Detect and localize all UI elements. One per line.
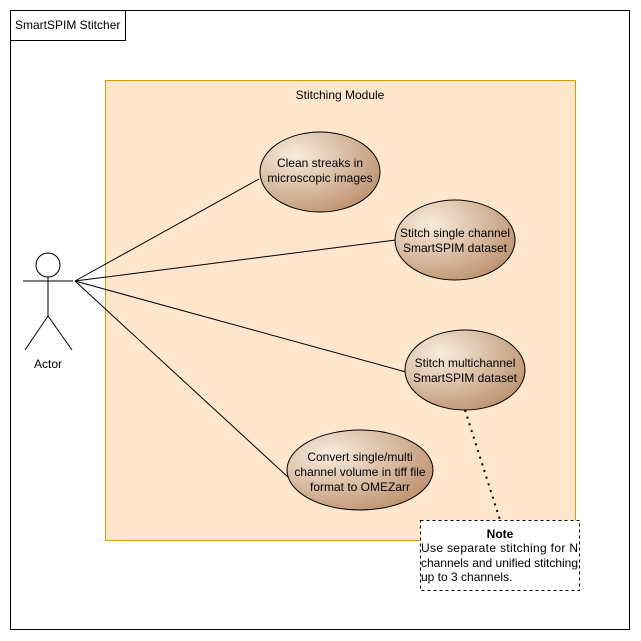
note-text-line2: channels and unified stitching [421,556,578,570]
note-box [420,520,580,591]
usecase-stitch-multi-line2: SmartSPIM dataset [413,371,518,385]
usecase-stitch-single[interactable] [394,199,516,281]
usecase-clean-streaks-line2: microscopic images [267,171,372,185]
association-line-stitch-multi [74,280,407,373]
usecase-clean-streaks[interactable] [259,131,381,213]
actor-label: Actor [34,357,62,371]
usecase-stitch-multi[interactable] [404,329,526,411]
note-text-line1: Use separate stitching for N [421,541,578,555]
note-connector [464,409,501,521]
association-line-convert [74,280,290,479]
module-title: Stitching Module [296,88,385,102]
association-line-stitch-single [74,239,397,282]
usecase-convert-line3: format to OMEZarr [310,480,410,494]
usecase-convert-line1: Convert single/multi [307,450,412,464]
frame-title-box [10,10,126,41]
usecase-stitch-single-line1: Stitch single channel [400,226,510,240]
frame-title: SmartSPIM Stitcher [15,18,120,32]
usecase-convert[interactable] [286,429,434,511]
association-line-clean-streaks [74,178,260,282]
usecase-stitch-multi-line1: Stitch multichannel [415,356,516,370]
actor-head [35,252,61,278]
usecase-clean-streaks-line1: Clean streaks in [277,156,363,170]
note-title: Note [487,527,514,541]
usecase-stitch-single-line2: SmartSPIM dataset [403,241,508,255]
actor-figure[interactable] [23,252,73,351]
note-text-line3: up to 3 channels. [421,570,512,584]
actor-left-leg [24,315,49,351]
actor-right-leg [47,315,73,351]
association-lines [74,178,407,479]
usecase-convert-line2: channel volume in tiff file [294,465,426,479]
